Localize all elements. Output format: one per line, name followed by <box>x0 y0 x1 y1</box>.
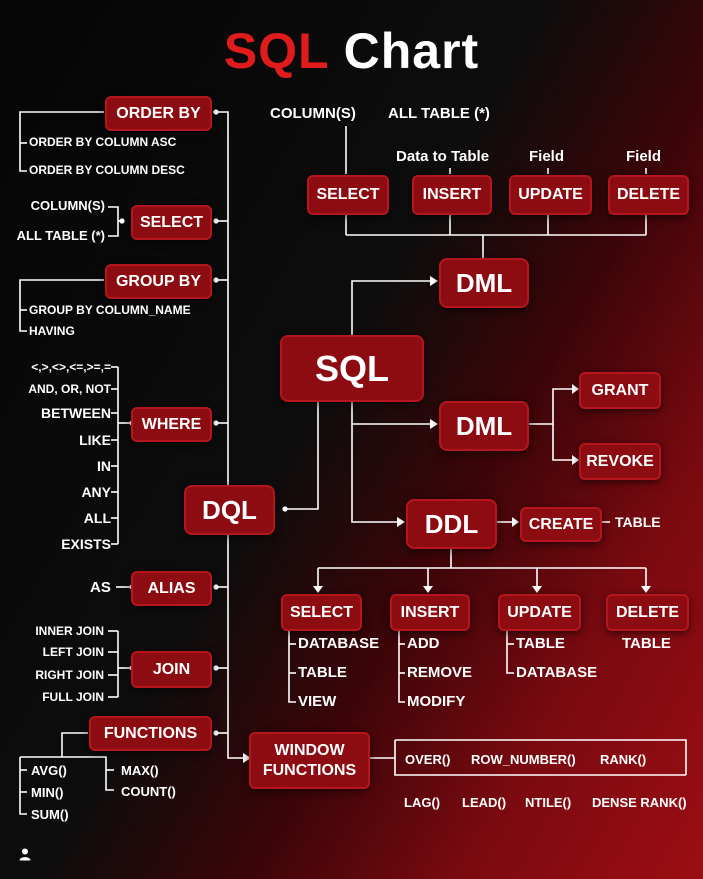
join-item: FULL JOIN <box>42 690 104 704</box>
join-item: RIGHT JOIN <box>35 668 104 682</box>
alias-node: ALIAS <box>131 571 212 606</box>
ddl-insert-item: MODIFY <box>407 693 466 710</box>
window-function-item: RANK() <box>600 752 647 767</box>
ddl-node: DDL <box>406 499 497 549</box>
window-functions-line2: FUNCTIONS <box>262 761 357 779</box>
ddl-select-item: TABLE <box>298 664 347 681</box>
title-part-sql: SQL <box>223 23 329 79</box>
dml-node: DML <box>439 258 529 308</box>
dml-delete-node: DELETE <box>608 175 689 215</box>
function-item: MAX() <box>121 763 159 778</box>
ddl-create-target: TABLE <box>615 514 661 530</box>
dql-select-item: COLUMN(S) <box>30 198 105 213</box>
group-by-item: HAVING <box>29 324 75 338</box>
dql-select-item: ALL TABLE (*) <box>16 228 105 243</box>
function-item: COUNT() <box>121 784 176 799</box>
dml-permissions-node: DML <box>439 401 529 451</box>
order-by-item: ORDER BY COLUMN DESC <box>29 163 185 177</box>
dql-select-node: SELECT <box>131 205 212 240</box>
dml-select-node: SELECT <box>307 175 389 215</box>
function-item: AVG() <box>31 763 67 778</box>
dml-select-target-all-table: ALL TABLE (*) <box>388 105 490 122</box>
ddl-update-item: DATABASE <box>516 664 598 681</box>
ddl-select-node: SELECT <box>281 594 362 631</box>
ddl-select-item: VIEW <box>298 693 337 710</box>
page-title: SQL Chart <box>0 22 703 80</box>
revoke-node: REVOKE <box>579 443 661 480</box>
order-by-node: ORDER BY <box>105 96 212 131</box>
join-node: JOIN <box>131 651 212 688</box>
order-by-item: ORDER BY COLUMN ASC <box>29 135 177 149</box>
ddl-update-node: UPDATE <box>498 594 581 631</box>
window-function-item: NTILE() <box>525 795 572 810</box>
dml-update-target: Field <box>529 148 565 165</box>
window-function-item: DENSE RANK() <box>592 795 687 810</box>
where-item: <,>,<>,<=,>=,= <box>31 360 111 374</box>
where-item: BETWEEN <box>41 405 111 421</box>
function-item: SUM() <box>31 807 69 822</box>
window-function-item: OVER() <box>405 752 451 767</box>
window-function-item: LAG() <box>404 795 441 810</box>
ddl-insert-node: INSERT <box>390 594 470 631</box>
ddl-delete-node: DELETE <box>606 594 689 631</box>
user-icon[interactable] <box>18 847 32 861</box>
window-function-item: ROW_NUMBER() <box>471 752 576 767</box>
title-part-chart: Chart <box>343 23 480 79</box>
grant-node: GRANT <box>579 372 661 409</box>
join-item: INNER JOIN <box>35 624 104 638</box>
ddl-insert-item: REMOVE <box>407 664 473 681</box>
alias-item: AS <box>90 579 111 596</box>
function-item: MIN() <box>31 785 64 800</box>
window-function-item: LEAD() <box>462 795 507 810</box>
dml-select-target-columns: COLUMN(S) <box>270 105 356 122</box>
dml-insert-target: Data to Table <box>396 148 490 165</box>
ddl-delete-item: TABLE <box>622 635 671 652</box>
dql-node: DQL <box>184 485 275 535</box>
where-item: IN <box>97 458 111 474</box>
dml-update-node: UPDATE <box>509 175 592 215</box>
where-item: ALL <box>83 510 111 526</box>
ddl-create-node: CREATE <box>520 507 602 542</box>
window-functions-node: WINDOW FUNCTIONS <box>249 732 370 789</box>
sql-root-node: SQL <box>280 335 424 402</box>
group-by-item: GROUP BY COLUMN_NAME <box>29 303 191 317</box>
functions-node: FUNCTIONS <box>89 716 212 751</box>
ddl-insert-item: ADD <box>407 635 440 652</box>
where-node: WHERE <box>131 407 212 442</box>
where-item: ANY <box>81 484 111 500</box>
group-by-node: GROUP BY <box>105 264 212 299</box>
where-item: AND, OR, NOT <box>28 382 111 396</box>
ddl-select-item: DATABASE <box>298 635 380 652</box>
ddl-update-item: TABLE <box>516 635 565 652</box>
window-functions-line1: WINDOW <box>274 742 345 760</box>
dml-delete-target: Field <box>626 148 662 165</box>
where-item: LIKE <box>79 432 111 448</box>
dml-insert-node: INSERT <box>412 175 492 215</box>
where-item: EXISTS <box>61 536 111 552</box>
join-item: LEFT JOIN <box>42 645 104 659</box>
